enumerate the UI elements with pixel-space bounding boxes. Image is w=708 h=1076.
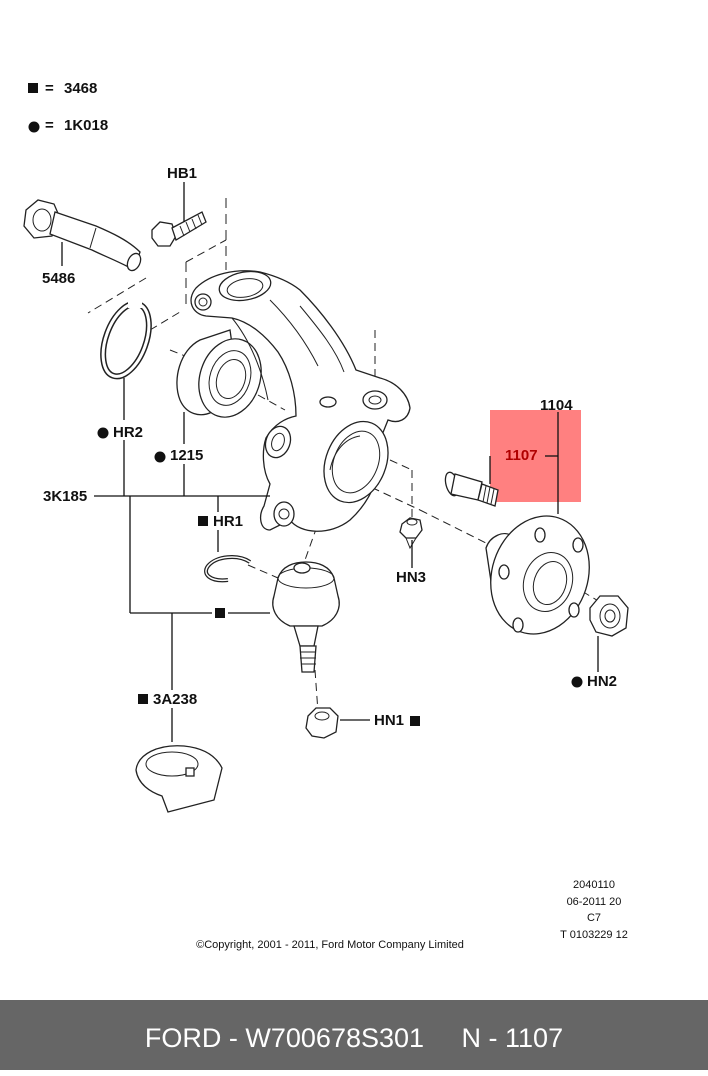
steering-knuckle: [190, 270, 411, 532]
callout-3a238: 3A238: [153, 691, 197, 708]
diagram-canvas: = 3468 = 1K018: [23, 80, 629, 951]
ref-line-3: C7: [587, 912, 601, 924]
circle-marker-hn2: [571, 676, 583, 688]
ref-line-4: T 0103229 12: [560, 929, 628, 941]
callout-1215: 1215: [170, 447, 203, 464]
nut-hn3: [399, 517, 423, 550]
callout-hr1: HR1: [213, 513, 243, 530]
exploded-diagram: = 3468 = 1K018: [23, 80, 629, 951]
bearing-1215: [176, 329, 262, 418]
callout-3k185: 3K185: [43, 488, 87, 505]
bolt-hb1: [151, 211, 207, 247]
callout-labels: HB1 5486 HR2 1215 3K185 HR1 3A238 HN1 HN…: [42, 165, 617, 729]
circle-marker-hr2: [97, 427, 109, 439]
callout-hn2: HN2: [587, 673, 617, 690]
callout-hn1: HN1: [374, 712, 404, 729]
ref-line-1: 2040110: [573, 879, 615, 891]
hub-nut-hn2: [589, 595, 629, 637]
circlip-hr1: [204, 555, 252, 583]
callout-5486: 5486: [42, 270, 75, 287]
callout-hb1: HB1: [167, 165, 197, 182]
callout-1104: 1104: [540, 397, 573, 414]
wheel-hub-1104: [485, 515, 590, 635]
legend-square-eq: =: [45, 80, 54, 97]
square-marker-3a238: [138, 694, 148, 704]
highlight-box: [490, 410, 581, 502]
square-marker-hr1: [198, 516, 208, 526]
reference-block: 2040110 06-2011 20 C7 T 0103229 12: [560, 879, 628, 941]
circle-marker-1215: [154, 451, 166, 463]
legend: = 3468 = 1K018: [28, 80, 108, 134]
snap-ring-hr2: [100, 300, 152, 380]
legend-circle-eq: =: [45, 117, 54, 134]
square-marker-ball-joint: [215, 608, 225, 618]
footer-bar: FORD - W700678S301 N - 1107: [0, 1000, 708, 1070]
ref-line-2: 06-2011 20: [567, 896, 622, 908]
nut-hn1: [305, 707, 339, 739]
legend-square-icon: [28, 83, 38, 93]
legend-square-code: 3468: [64, 80, 97, 97]
assembly-lines: [87, 198, 601, 713]
footer-part-text: FORD - W700678S301 N - 1107: [144, 1023, 564, 1053]
callout-1107: 1107: [505, 447, 538, 464]
wheel-stud-1107: [444, 471, 499, 507]
leader-lines: [61, 182, 599, 742]
legend-circle-code: 1K018: [64, 117, 108, 134]
heat-shield-3a238: [135, 745, 223, 813]
callout-hn3: HN3: [396, 569, 426, 586]
ball-joint: [272, 561, 340, 673]
callout-hr2: HR2: [113, 424, 143, 441]
legend-circle-icon: [28, 121, 40, 133]
square-marker-hn1: [410, 716, 420, 726]
pinch-bolt-5486: [23, 199, 142, 272]
copyright-notice: ©Copyright, 2001 - 2011, Ford Motor Comp…: [196, 939, 464, 951]
